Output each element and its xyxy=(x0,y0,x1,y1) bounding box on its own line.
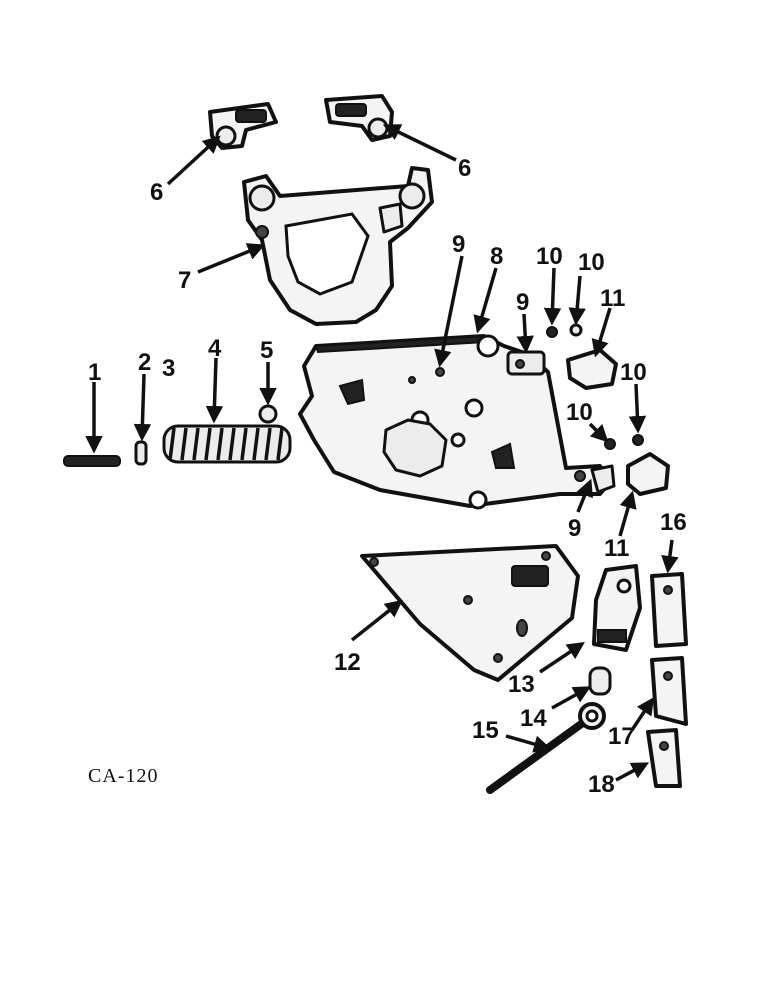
callout-18: 18 xyxy=(588,771,615,798)
callout-6-left: 6 xyxy=(150,179,163,206)
yoke-bracket-part-7 xyxy=(242,166,434,326)
callout-1: 1 xyxy=(88,359,101,386)
callout-4: 4 xyxy=(208,335,222,362)
bracket-part-13 xyxy=(592,564,642,652)
callout-7: 7 xyxy=(178,267,191,294)
bushing-part-11-top xyxy=(566,348,618,390)
callout-2: 2 xyxy=(138,349,151,376)
bushing-part-11-bottom xyxy=(626,452,670,496)
callout-15: 15 xyxy=(472,717,499,744)
cover-plate-part-12 xyxy=(360,544,580,682)
nut-part-10-a xyxy=(546,326,558,338)
callout-14: 14 xyxy=(520,705,547,732)
callout-9-bottom: 9 xyxy=(568,515,581,542)
spacer-part-14 xyxy=(588,666,612,696)
callout-17: 17 xyxy=(608,723,635,750)
cotter-part-2 xyxy=(134,440,148,466)
callout-11-top: 11 xyxy=(600,285,625,312)
latch-part-6-left xyxy=(208,102,278,150)
eyebolt-part-15 xyxy=(486,702,606,794)
clip-part-18 xyxy=(646,728,682,788)
callout-13: 13 xyxy=(508,671,535,698)
clip-part-16 xyxy=(650,572,688,648)
callout-9-top: 9 xyxy=(452,231,465,258)
clip-part-17 xyxy=(650,656,688,726)
callout-6-right: 6 xyxy=(458,155,471,182)
callout-3: 3 xyxy=(162,355,175,382)
washer-part-5 xyxy=(258,404,278,424)
callout-10-b: 10 xyxy=(578,249,605,276)
pin-part-1 xyxy=(63,455,121,467)
base-plate-part-8 xyxy=(298,334,616,510)
nut-part-10-d xyxy=(632,434,644,446)
callout-labels: 1 2 3 4 5 6 6 7 8 9 9 9 10 10 10 10 11 1… xyxy=(88,155,687,798)
callout-10-a: 10 xyxy=(536,243,563,270)
nut-part-10-b xyxy=(569,323,583,337)
callout-10-d: 10 xyxy=(566,399,593,426)
figure-caption: CA-120 xyxy=(88,765,158,787)
callout-10-c: 10 xyxy=(620,359,647,386)
callout-5: 5 xyxy=(260,337,273,364)
nut-part-10-c xyxy=(604,438,616,450)
callout-9-mid: 9 xyxy=(516,289,529,316)
spring-part-3-4 xyxy=(162,424,292,464)
callout-12: 12 xyxy=(334,649,361,676)
callout-16: 16 xyxy=(660,509,687,536)
callout-11-bottom: 11 xyxy=(604,535,629,562)
leader-lines xyxy=(85,124,679,782)
callout-8: 8 xyxy=(490,243,503,270)
latch-part-6-right xyxy=(324,94,394,142)
